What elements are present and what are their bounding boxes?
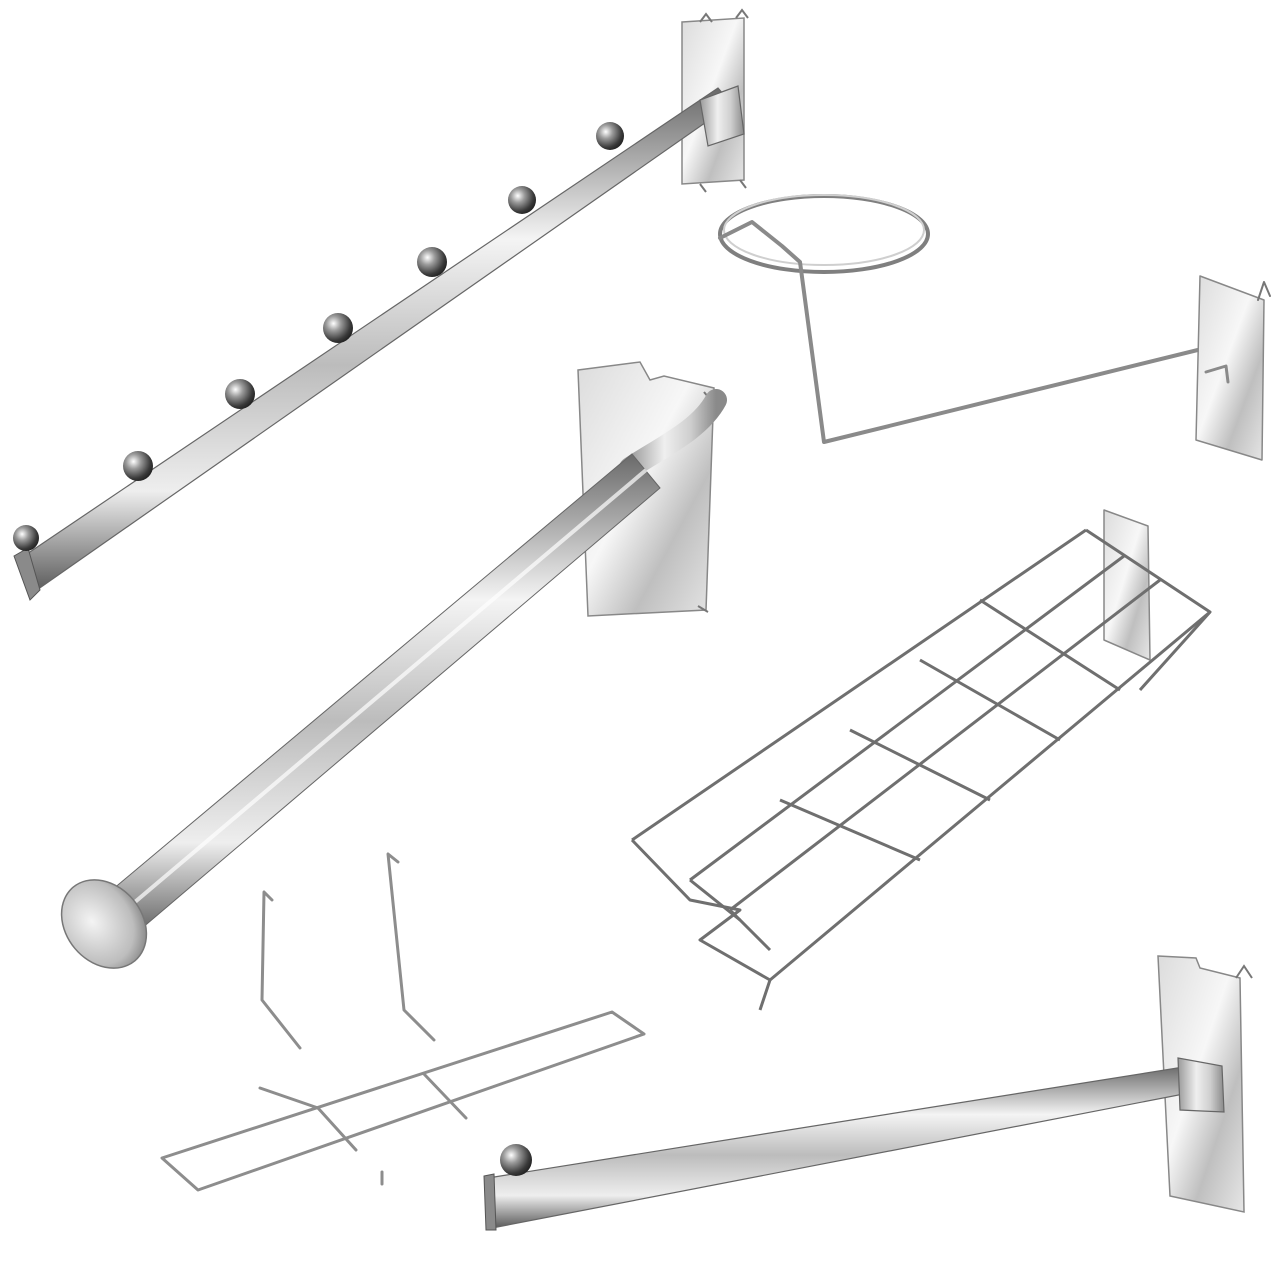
- round-tube-faceout: [60, 361, 727, 969]
- helmet-ring-hook: [718, 194, 1271, 461]
- wire-rectangular-tray: [160, 852, 646, 1192]
- straight-square-bar: [483, 955, 1253, 1231]
- ball-stops: [13, 122, 624, 551]
- end-cap: [60, 879, 148, 969]
- bar-collar: [699, 85, 745, 147]
- hook-right: [386, 852, 436, 1042]
- hook-left: [260, 890, 302, 1050]
- wall-plate: [1103, 509, 1151, 661]
- wall-plate: [1195, 275, 1265, 461]
- ball-stop: [500, 1144, 532, 1176]
- wire-slanted-basket: [630, 509, 1212, 1011]
- bar-collar: [1177, 1057, 1225, 1113]
- square-bar: [487, 1065, 1195, 1229]
- waterfall-arm: [13, 8, 749, 601]
